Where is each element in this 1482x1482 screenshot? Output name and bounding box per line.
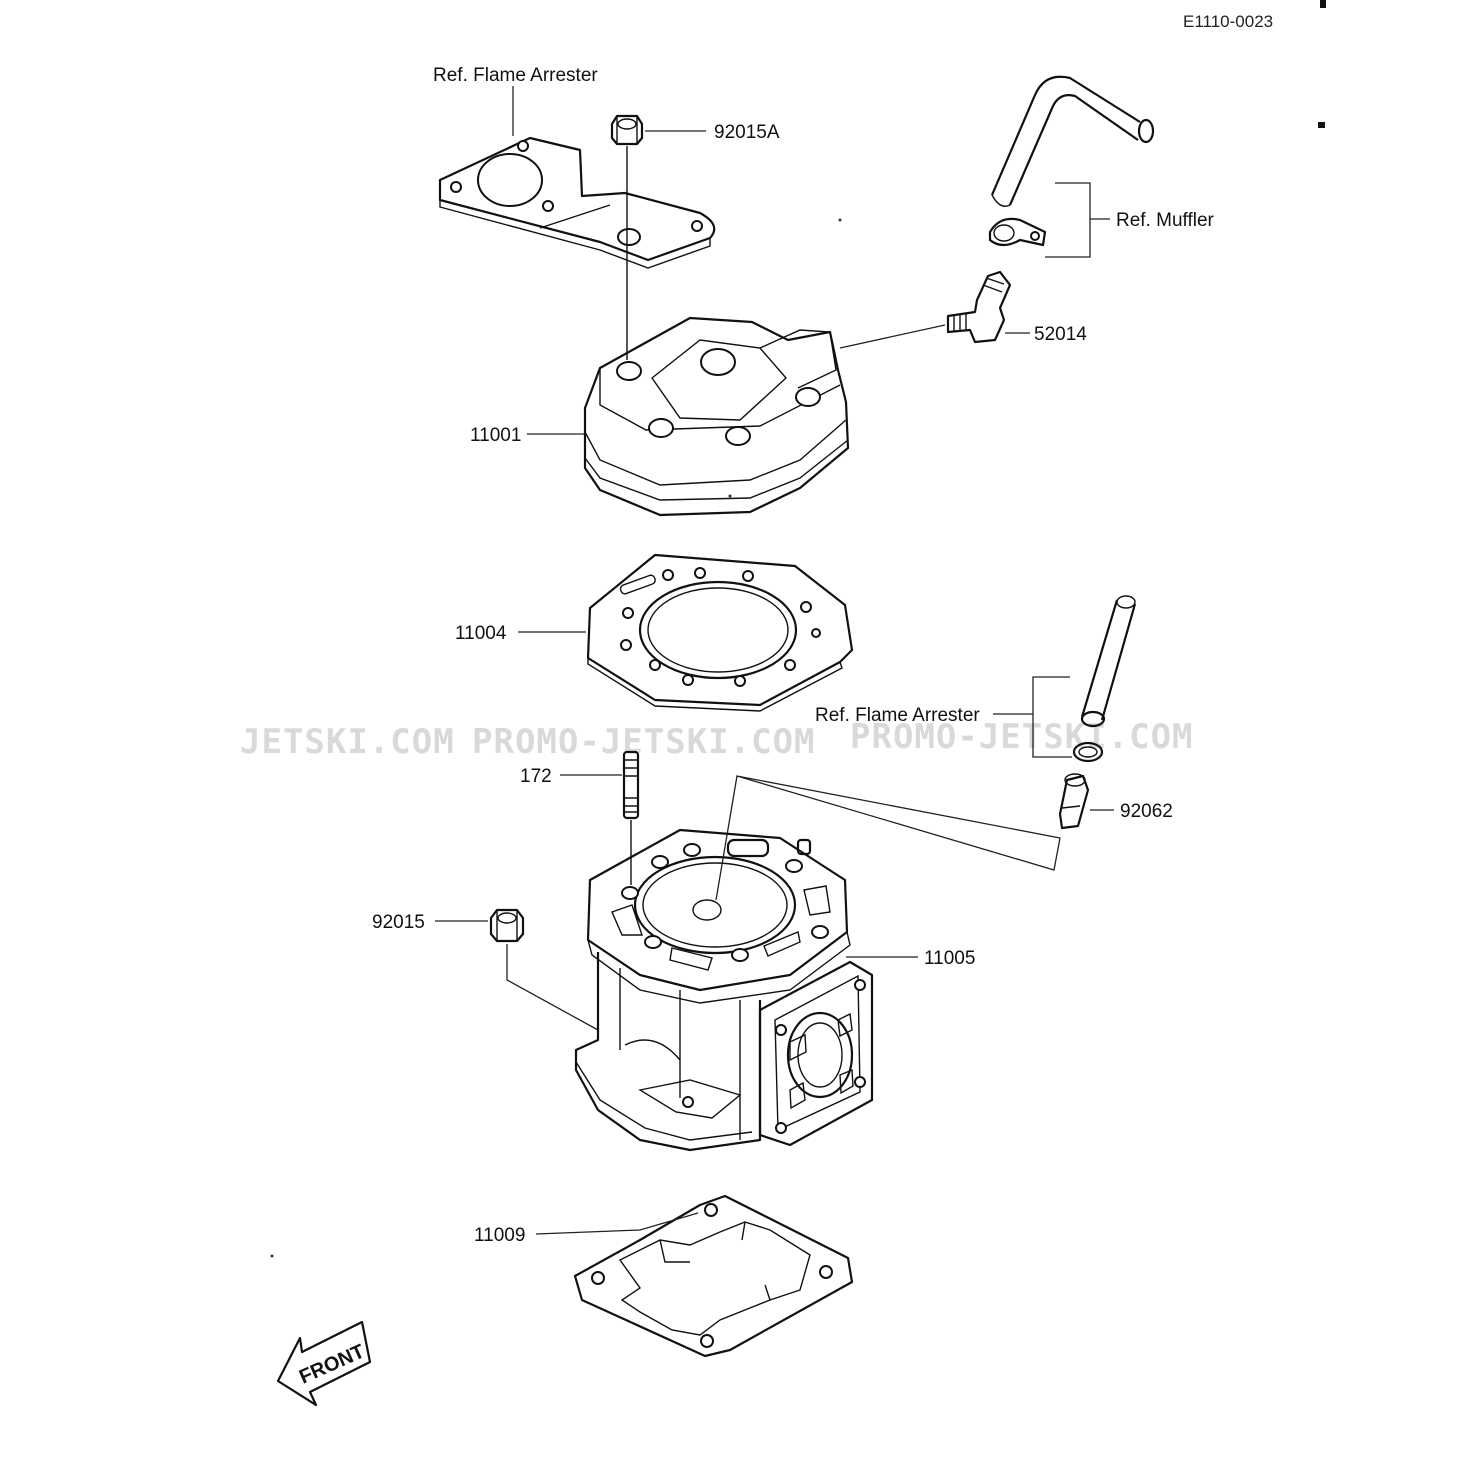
flame-arrester-pipe [1080,595,1137,728]
stray-mark [270,1254,274,1258]
label-11001: 11001 [470,425,521,446]
nut-92015 [489,908,525,943]
watermark-2: PROMO-JETSKI.COM [472,722,816,762]
head-gasket-11004 [586,553,854,712]
drawing-code: E1110-0023 [1183,12,1273,31]
label-52014: 52014 [1034,324,1087,345]
watermark-1: JETSKI.COM [240,722,455,762]
label-11005: 11005 [924,948,975,969]
label-11009: 11009 [474,1225,525,1246]
label-ref-flame-arrester-top: Ref. Flame Arrester [433,65,598,86]
flame-arrester-plate [438,136,716,269]
cylinder-11005 [574,828,874,1152]
cylinder-head-11001 [583,316,850,517]
base-gasket-11009 [573,1194,854,1358]
stray-mark [838,218,842,222]
elbow-fitting-52014 [946,270,1012,344]
stray-mark [728,494,732,498]
stud-172 [622,750,640,820]
nut-92015A [610,114,644,146]
o-ring [1072,741,1104,763]
label-92015: 92015 [372,912,425,933]
margin-mark [1320,0,1326,8]
muffler-hose [990,75,1155,207]
front-arrow: FRONT [276,1320,372,1407]
label-11004: 11004 [455,623,507,644]
label-ref-flame-arrester-mid: Ref. Flame Arrester [815,705,980,726]
nipple-92062 [1058,773,1090,830]
margin-mark [1318,122,1325,128]
hose-clamp [988,217,1047,247]
watermark-3: PROMO-JETSKI.COM [850,717,1194,757]
label-ref-muffler: Ref. Muffler [1116,210,1215,231]
label-92062: 92062 [1120,801,1173,822]
label-92015A: 92015A [714,122,780,143]
label-172: 172 [520,766,552,787]
